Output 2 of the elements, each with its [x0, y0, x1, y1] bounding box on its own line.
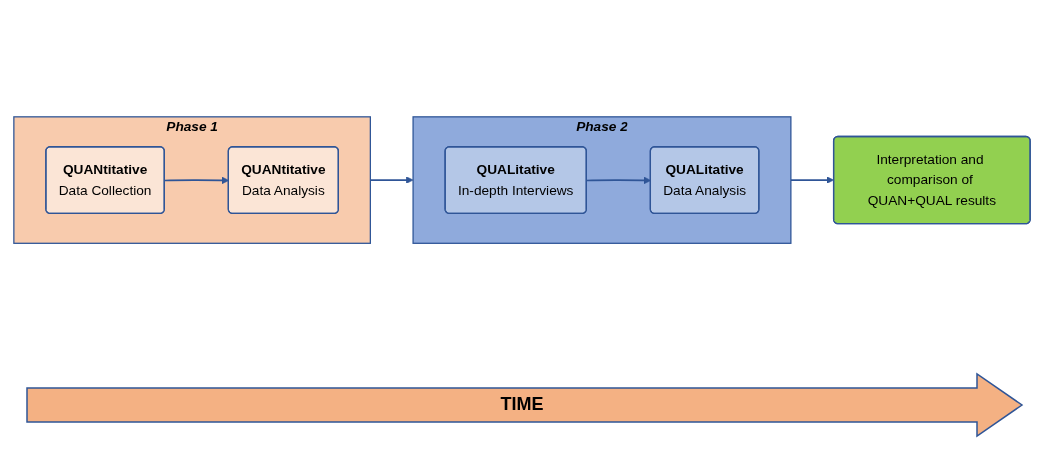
arrow	[790, 176, 834, 184]
time-label: TIME	[499, 394, 545, 415]
